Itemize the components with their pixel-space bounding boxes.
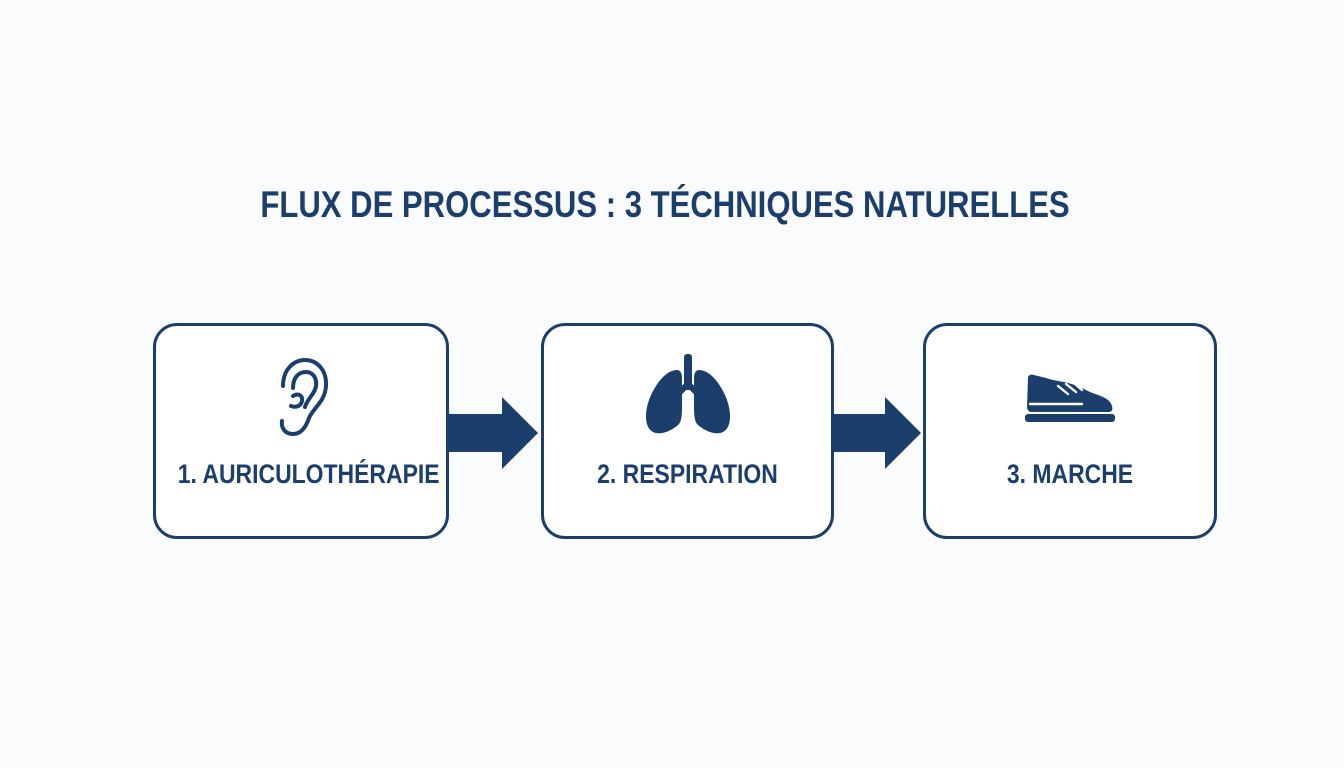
step-label-auriculotherapie: 1. AURICULOTHÉRAPIE — [177, 459, 440, 489]
step-box-auriculotherapie: 1. AURICULOTHÉRAPIE — [153, 323, 449, 539]
step-label-respiration: 2. RESPIRATION — [597, 459, 778, 489]
diagram-title: FLUX DE PROCESSUS : 3 TÉCHNIQUES NATUREL… — [260, 184, 1070, 225]
lungs-icon — [544, 354, 831, 436]
ear-icon — [156, 356, 446, 438]
arrow-right-icon — [446, 397, 538, 469]
shoe-icon — [926, 374, 1214, 424]
step-box-respiration: 2. RESPIRATION — [541, 323, 834, 539]
arrow-right-icon — [831, 397, 921, 469]
step-label-marche: 3. MARCHE — [1006, 459, 1134, 489]
step-box-marche: 3. MARCHE — [923, 323, 1217, 539]
